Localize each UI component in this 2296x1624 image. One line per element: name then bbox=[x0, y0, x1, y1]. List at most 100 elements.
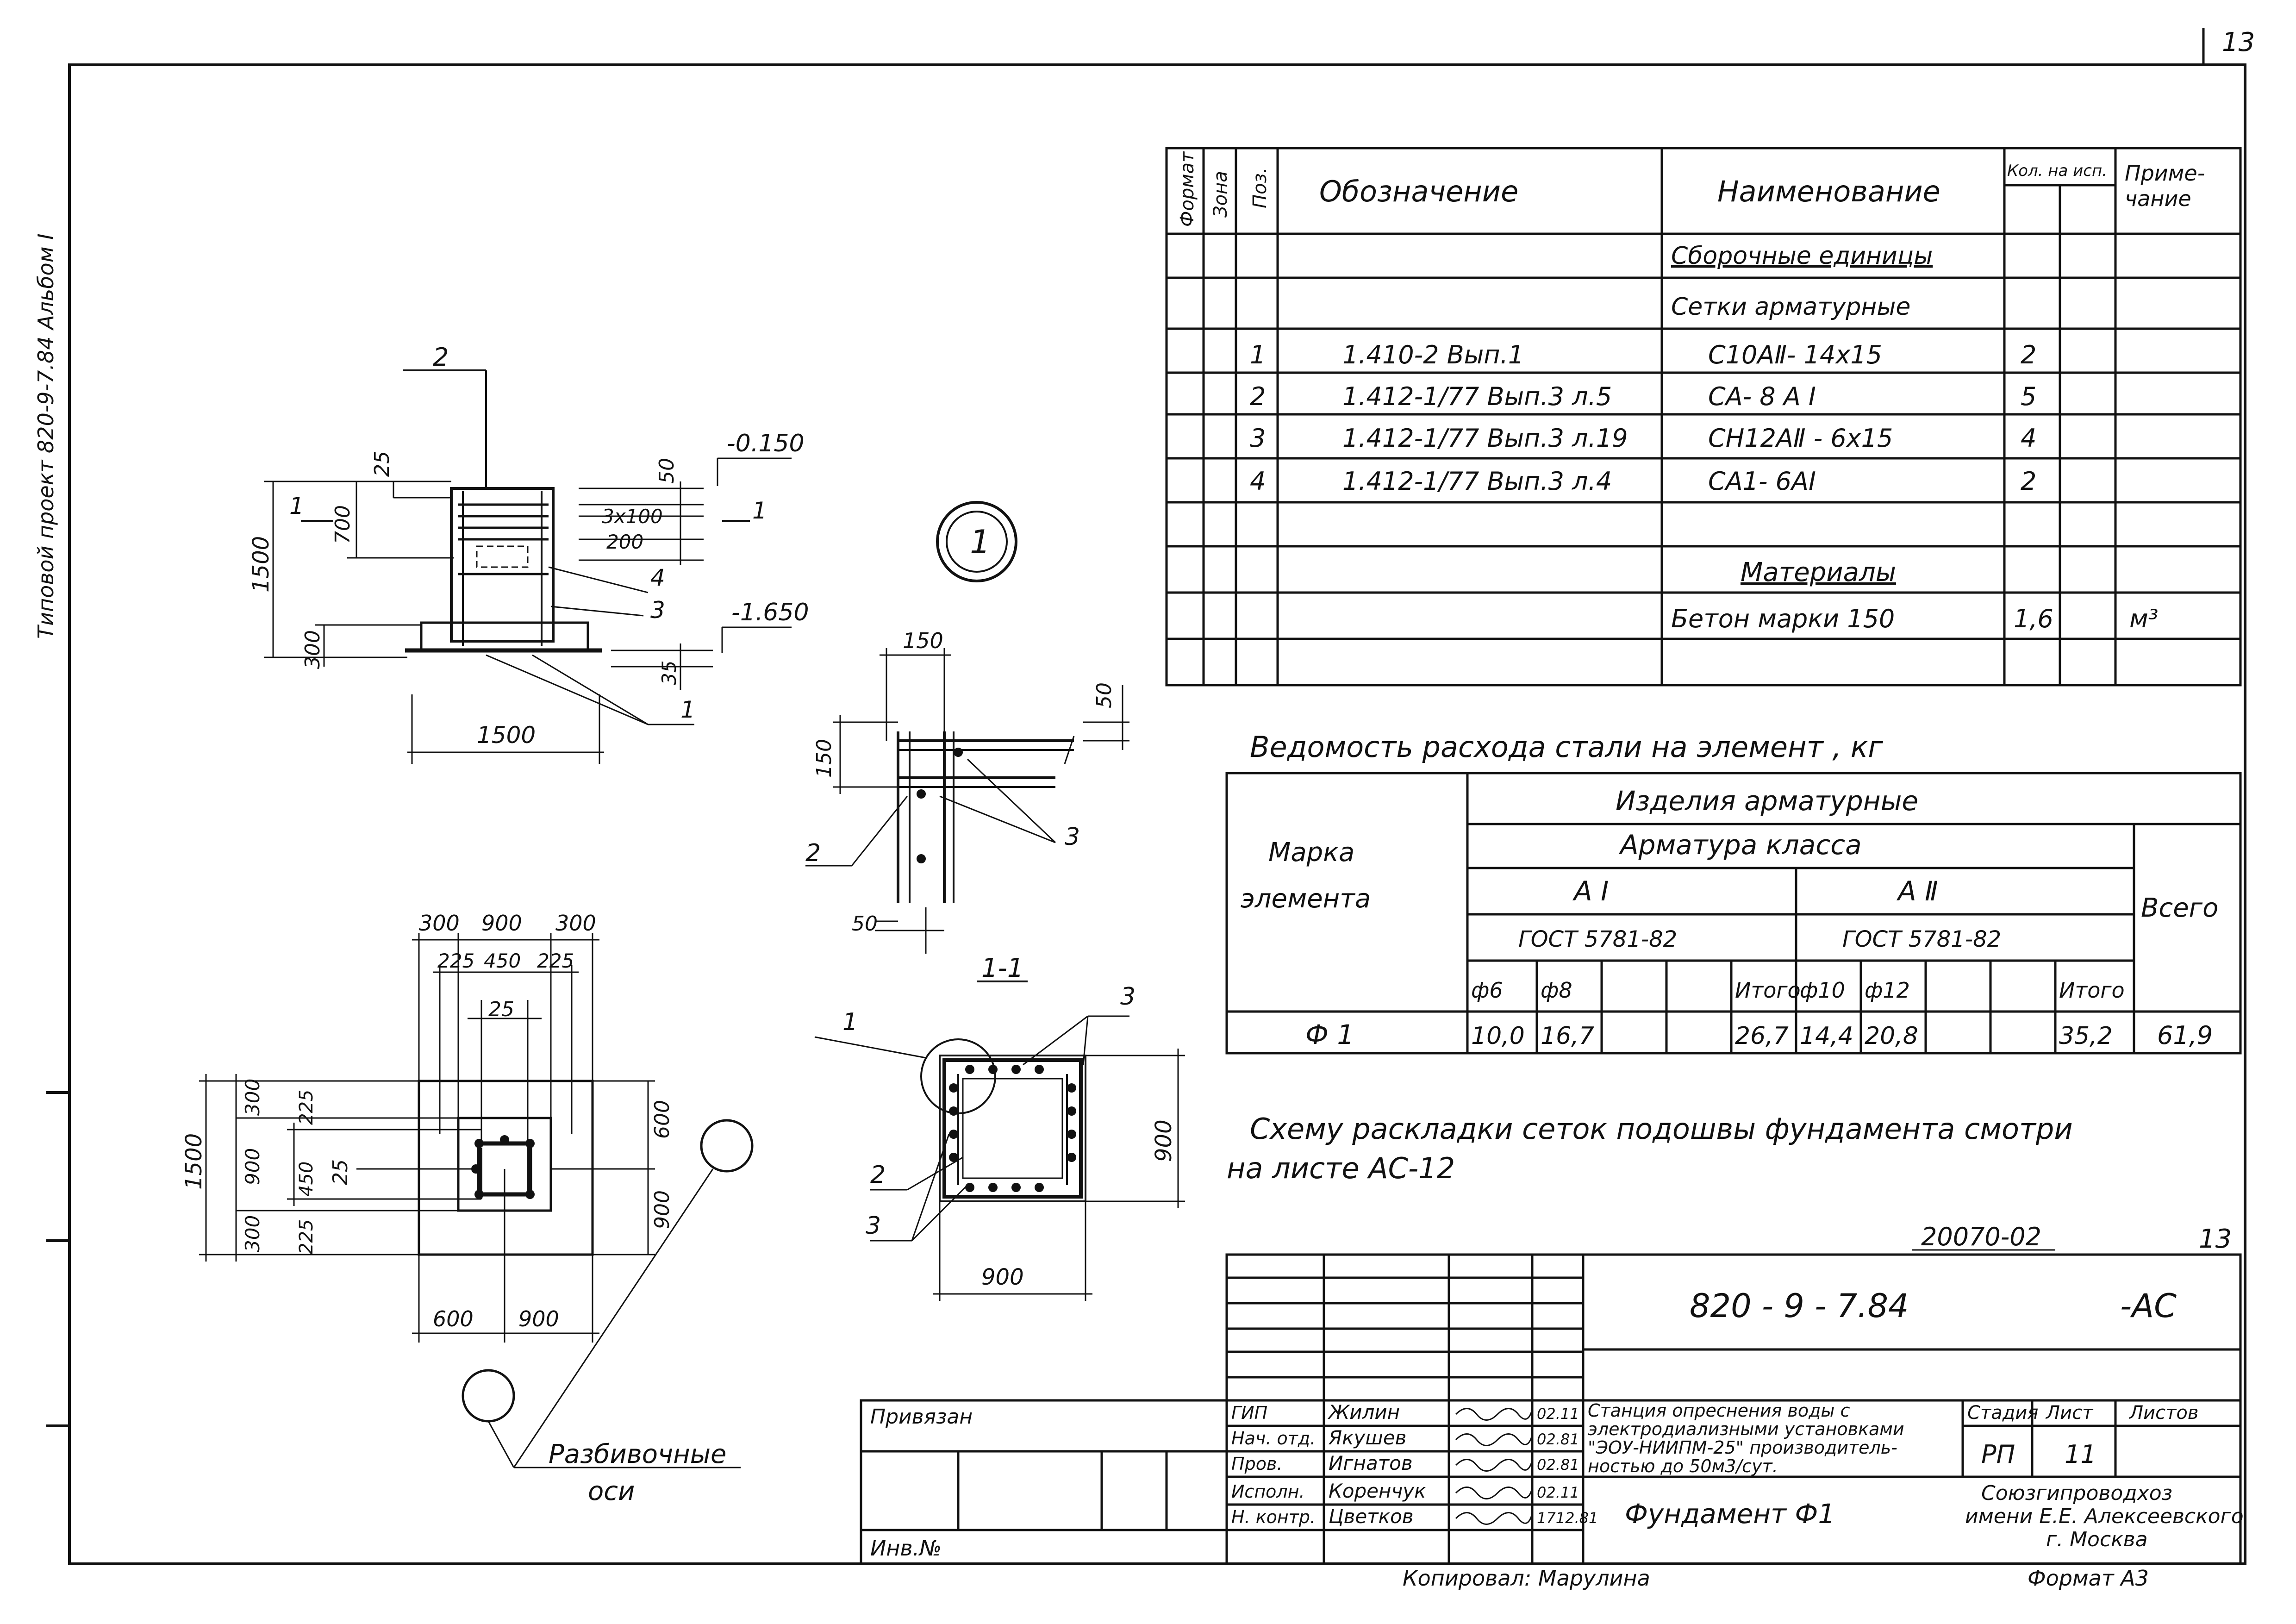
title-role-name: Коренчук bbox=[1329, 1480, 1426, 1502]
plan-dim-right: 600 bbox=[650, 1100, 674, 1139]
title-role: Исполн. bbox=[1231, 1481, 1305, 1502]
title-role-date: 1712.81 bbox=[1537, 1509, 1598, 1527]
elev-leader-1: 1 bbox=[680, 696, 695, 723]
steel-rebar-class: Арматура класса bbox=[1618, 829, 1862, 861]
project-title-l4: ностью до 50м3/сут. bbox=[1588, 1456, 1778, 1476]
spec-row-pos: 4 bbox=[1250, 467, 1266, 496]
steel-row-total: 61,9 bbox=[2157, 1021, 2213, 1050]
plan-dim-left-2: 900 bbox=[241, 1148, 264, 1185]
elev-section-mark-left: 1 bbox=[289, 493, 304, 519]
spec-header-format: Формат bbox=[1177, 151, 1198, 227]
steel-mark-header-l2: элемента bbox=[1241, 884, 1371, 914]
organization-l2: имени Е.Е. Алексеевского bbox=[1965, 1505, 2244, 1528]
plan-dim-bottom: 900 bbox=[518, 1306, 559, 1331]
signature-mark bbox=[1455, 1487, 1533, 1499]
steel-subheader: ф6 bbox=[1471, 978, 1503, 1003]
doc-number-small: 20070-02 bbox=[1921, 1222, 2041, 1251]
layout-note-l1: Схему раскладки сеток подошвы фундамента… bbox=[1250, 1112, 2073, 1146]
title-role-name: Жилин bbox=[1327, 1401, 1400, 1424]
elev-leader-4: 4 bbox=[650, 564, 665, 591]
spec-section-meshes: Сетки арматурные bbox=[1671, 293, 1910, 321]
steel-row-value: 10,0 bbox=[1471, 1022, 1525, 1050]
spec-row-qty: 2 bbox=[2021, 340, 2036, 369]
plan-dim-bottom: 600 bbox=[433, 1306, 474, 1331]
elev-dim-1500-h: 1500 bbox=[477, 722, 536, 749]
detail-dim-50-top: 50 bbox=[1092, 682, 1116, 708]
spec-row-qty: 2 bbox=[2021, 467, 2036, 496]
steel-mark-header: Марка элемента bbox=[1241, 837, 1371, 914]
detail-leader-3: 3 bbox=[1065, 823, 1080, 851]
plan-dim-left-3: 450 bbox=[296, 1162, 317, 1197]
drawing-title: Фундамент Ф1 bbox=[1625, 1498, 1835, 1530]
spec-row-designation: 1.410-2 Вып.1 bbox=[1342, 340, 1524, 369]
elev-section-mark-right: 1 bbox=[752, 497, 767, 524]
spec-row-pos: 1 bbox=[1250, 340, 1266, 369]
spec-header-note-l2: чание bbox=[2125, 186, 2191, 211]
steel-row-value: 35,2 bbox=[2059, 1022, 2113, 1050]
elev-dim-700: 700 bbox=[331, 505, 355, 544]
plan-dim-top-2: 225 bbox=[437, 949, 474, 972]
stage-value: РП bbox=[1981, 1440, 2015, 1469]
steel-gost-a1: ГОСТ 5781-82 bbox=[1518, 926, 1677, 952]
organization-l3: г. Москва bbox=[2046, 1528, 2148, 1551]
spec-header-qty: Кол. на исп. bbox=[2007, 162, 2107, 180]
copied-by: Копировал: Марулина bbox=[1403, 1566, 1650, 1591]
elev-level-bottom: -1.650 bbox=[731, 599, 809, 626]
elev-dim-35: 35 bbox=[658, 661, 680, 685]
section-leader-2: 2 bbox=[870, 1161, 886, 1189]
plan-dim-25-top: 25 bbox=[488, 998, 514, 1021]
sheets-label: Листов bbox=[2128, 1402, 2198, 1424]
title-role-name: Цветков bbox=[1329, 1505, 1413, 1528]
spec-header-zone: Зона bbox=[1210, 171, 1231, 218]
sheet-frame bbox=[68, 63, 2246, 1565]
spec-row-designation: 1.412-1/77 Вып.3 л.19 bbox=[1342, 424, 1628, 453]
steel-subheader: ф8 bbox=[1541, 978, 1572, 1003]
plan-dim-25-left: 25 bbox=[329, 1159, 352, 1185]
plan-dim-top-1: 900 bbox=[481, 911, 522, 936]
stage-label: Стадия bbox=[1967, 1402, 2038, 1424]
spine-text: Типовой проект 820-9-7.84 Альбом I bbox=[33, 233, 58, 639]
spec-section-materials: Материалы bbox=[1741, 557, 1896, 587]
spec-row-name: СА1- 6АⅠ bbox=[1708, 467, 1816, 496]
steel-table-title: Ведомость расхода стали на элемент , кг bbox=[1250, 730, 1883, 764]
spec-material-qty: 1,6 bbox=[2014, 604, 2053, 633]
title-role-name: Игнатов bbox=[1329, 1452, 1413, 1474]
signature-mark bbox=[1455, 1408, 1533, 1421]
spec-row-name: СН12АⅡ - 6x15 bbox=[1708, 424, 1893, 453]
section-drawing bbox=[814, 981, 1185, 1301]
plan-dim-right: 900 bbox=[650, 1190, 674, 1229]
steel-total-header: Всего bbox=[2141, 893, 2218, 923]
project-title-l2: электродиализными установками bbox=[1588, 1419, 1904, 1439]
elev-dim-1500-v: 1500 bbox=[248, 536, 274, 593]
layout-note-l2: на листе АС-12 bbox=[1227, 1151, 1455, 1185]
steel-subheader: ф10 bbox=[1800, 978, 1845, 1003]
plan-dim-left-1: 1500 bbox=[181, 1133, 207, 1190]
spec-header-name: Наименование bbox=[1717, 175, 1940, 208]
title-role: Нач. отд. bbox=[1231, 1428, 1316, 1449]
elev-dim-200: 200 bbox=[606, 531, 643, 553]
spec-header-note-l1: Приме- bbox=[2125, 161, 2205, 186]
section-dim-900-v: 900 bbox=[1151, 1119, 1177, 1162]
detail-dim-150-h: 150 bbox=[903, 628, 943, 653]
plan-dim-top-1: 300 bbox=[419, 911, 460, 936]
spec-material-name: Бетон марки 150 bbox=[1671, 604, 1895, 633]
plan-dim-top-1: 300 bbox=[555, 911, 596, 936]
section-dim-900-h: 900 bbox=[981, 1264, 1024, 1290]
title-block-grid bbox=[860, 1253, 2242, 1565]
spec-row-designation: 1.412-1/77 Вып.3 л.4 bbox=[1342, 467, 1612, 496]
steel-row-value: 20,8 bbox=[1865, 1022, 1918, 1050]
title-role: Пров. bbox=[1231, 1454, 1282, 1474]
elev-dim-3x100: 3x100 bbox=[602, 505, 663, 528]
title-role-date: 02.11 bbox=[1537, 1405, 1579, 1423]
title-role-date: 02.81 bbox=[1537, 1430, 1579, 1448]
section-leader-3-bottom: 3 bbox=[866, 1212, 881, 1240]
elevation-drawing bbox=[264, 369, 792, 764]
steel-subheader: Итого bbox=[2059, 978, 2125, 1003]
section-leader-1: 1 bbox=[842, 1008, 858, 1036]
steel-row-value: 26,7 bbox=[1735, 1022, 1789, 1050]
plan-dim-left-2: 300 bbox=[241, 1079, 264, 1116]
spec-header-note: Приме- чание bbox=[2125, 161, 2212, 211]
plan-axes-label-l2: оси bbox=[588, 1476, 635, 1506]
